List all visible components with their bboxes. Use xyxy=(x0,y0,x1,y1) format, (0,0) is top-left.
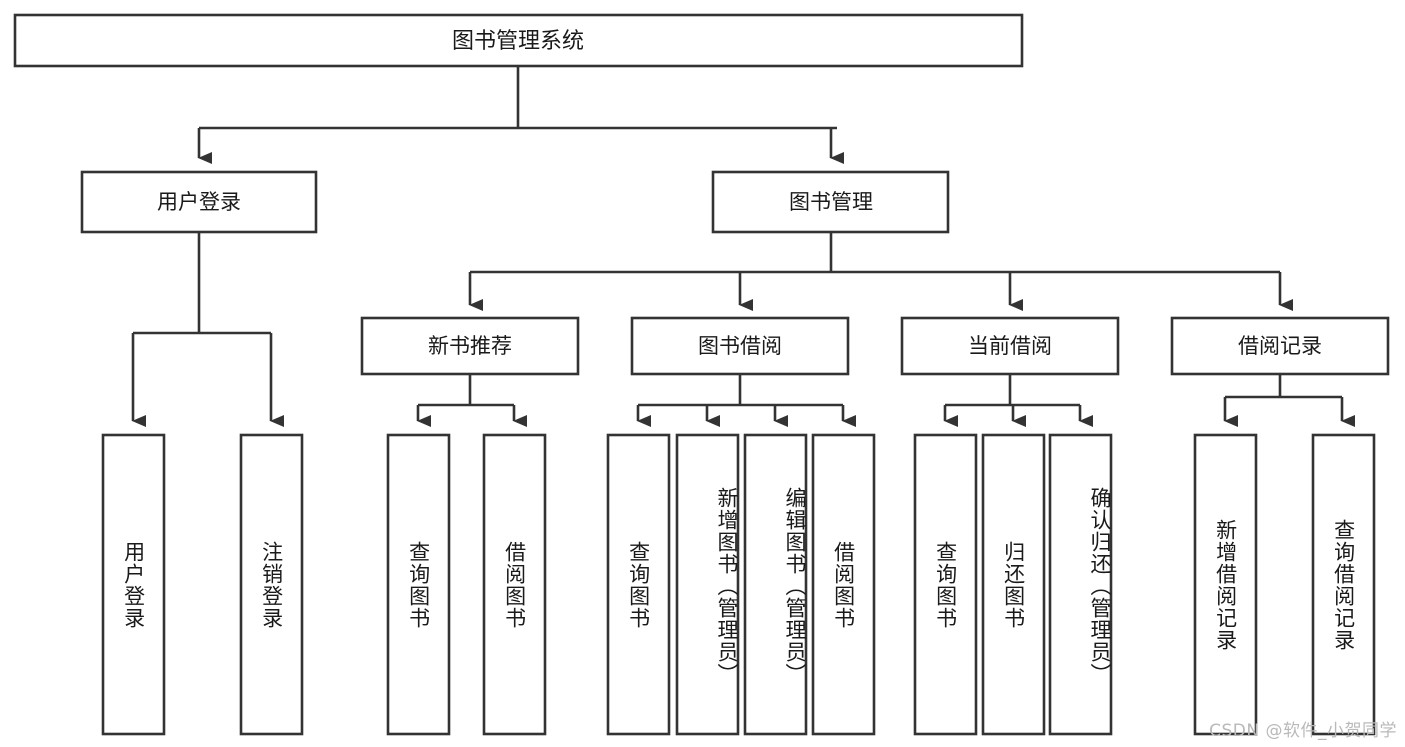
connector-borrow-record-to-leaves xyxy=(1223,374,1355,427)
node-root[interactable]: 图书管理系统 xyxy=(13,13,1024,68)
node-leaf-confirm-return[interactable] xyxy=(1048,433,1113,736)
connector-user-login-to-leaves xyxy=(131,232,284,427)
node-leaf-query-record[interactable] xyxy=(1311,433,1376,736)
node-leaf-borrow-book-2[interactable] xyxy=(811,433,876,736)
node-leaf-query-book-2[interactable] xyxy=(606,433,671,736)
node-borrow-record-label: 借阅记录 xyxy=(1238,334,1322,358)
connector-book-manage-to-level3 xyxy=(468,232,1293,311)
connector-new-book-recommend-to-leaves xyxy=(416,374,527,427)
node-leaf-query-book-1[interactable] xyxy=(386,433,451,736)
node-book-manage-label: 图书管理 xyxy=(789,190,873,214)
node-current-borrow[interactable]: 当前借阅 xyxy=(900,316,1120,376)
node-borrow-record[interactable]: 借阅记录 xyxy=(1170,316,1390,376)
connector-book-borrow-to-leaves xyxy=(636,374,856,427)
connector-root-to-level2 xyxy=(197,66,844,164)
node-book-borrow[interactable]: 图书借阅 xyxy=(630,316,850,376)
node-user-login[interactable]: 用户登录 xyxy=(80,170,318,234)
node-leaf-return-book[interactable] xyxy=(981,433,1046,736)
node-leaf-query-book-3[interactable] xyxy=(913,433,978,736)
node-leaf-add-book[interactable] xyxy=(675,433,740,736)
node-leaf-user-login[interactable] xyxy=(101,433,166,736)
node-root-label: 图书管理系统 xyxy=(452,29,584,54)
csdn-watermark: CSDN @软件_小贺同学 xyxy=(1209,721,1397,741)
node-new-book-recommend-label: 新书推荐 xyxy=(428,334,512,358)
node-book-manage[interactable]: 图书管理 xyxy=(711,170,950,234)
node-leaf-edit-book[interactable] xyxy=(743,433,808,736)
node-new-book-recommend[interactable]: 新书推荐 xyxy=(360,316,580,376)
connector-current-borrow-to-leaves xyxy=(943,374,1093,427)
node-book-borrow-label: 图书借阅 xyxy=(698,334,782,358)
node-leaf-add-record[interactable] xyxy=(1193,433,1258,736)
node-leaf-logout-login[interactable] xyxy=(239,433,304,736)
node-current-borrow-label: 当前借阅 xyxy=(968,334,1052,358)
node-leaf-borrow-book-1[interactable] xyxy=(482,433,547,736)
node-user-login-label: 用户登录 xyxy=(157,190,241,214)
